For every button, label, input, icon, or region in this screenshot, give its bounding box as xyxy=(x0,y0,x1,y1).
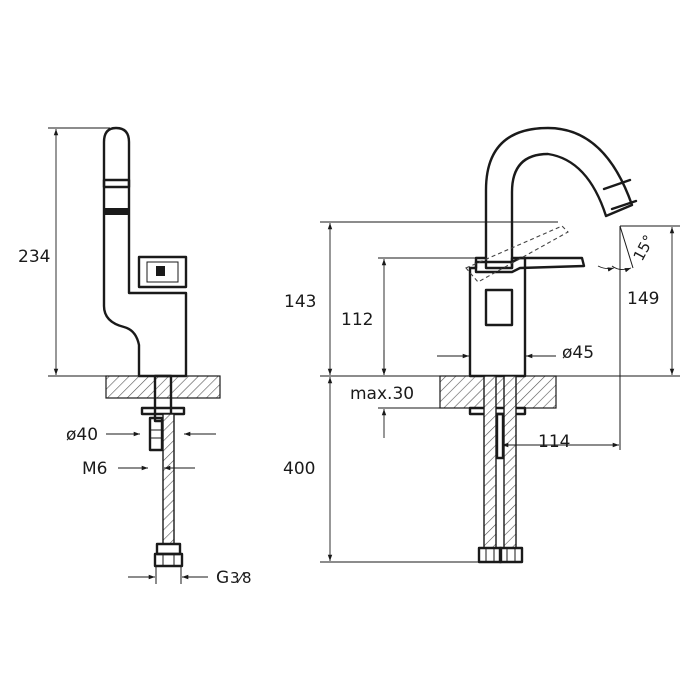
threaded-rod xyxy=(148,416,164,452)
body-window xyxy=(484,288,514,327)
countertop-slab-right xyxy=(439,375,557,409)
connection-label: G xyxy=(216,568,229,588)
faucet-body-front xyxy=(468,256,527,378)
faucet-body-side xyxy=(102,126,188,378)
projection-label: 114 xyxy=(538,432,570,452)
hose-connector-front-2 xyxy=(498,546,524,564)
side-view: 234 ø40 M6 G 3⁄8 xyxy=(18,126,252,588)
countertop-slab-left xyxy=(105,375,221,399)
hose-connector-left xyxy=(153,552,184,568)
supply-hose-front-1 xyxy=(483,375,497,549)
supply-hose-left xyxy=(162,413,175,545)
mounting-washer xyxy=(140,406,186,416)
thread-label: M6 xyxy=(82,459,107,479)
body-height-label: 143 xyxy=(284,292,316,312)
lever-open-position xyxy=(465,225,569,283)
hose-connector-front-1 xyxy=(477,546,503,564)
front-view: 143 112 max.30 400 114 ø45 149 15° xyxy=(283,126,680,564)
hole-diameter-label: ø40 xyxy=(66,425,98,445)
hose-nut-left xyxy=(155,542,182,556)
front-stud xyxy=(495,412,505,460)
spout xyxy=(484,126,634,270)
spout-height-label: 149 xyxy=(627,289,659,309)
lever-height-label: 112 xyxy=(341,310,373,330)
spout-angle-label: 15° xyxy=(630,232,658,264)
supply-hose-front-2 xyxy=(503,375,517,549)
spout-ring xyxy=(102,178,131,189)
connection-fraction-label: 3⁄8 xyxy=(230,569,252,587)
hose-length-label: 400 xyxy=(283,459,315,479)
base-diameter-label: ø45 xyxy=(562,343,594,363)
lever-front xyxy=(474,256,586,274)
counter-max-label: max.30 xyxy=(350,384,414,404)
aerator-icon xyxy=(104,208,129,215)
lever-side xyxy=(137,255,188,289)
height-total-label: 234 xyxy=(18,247,50,267)
